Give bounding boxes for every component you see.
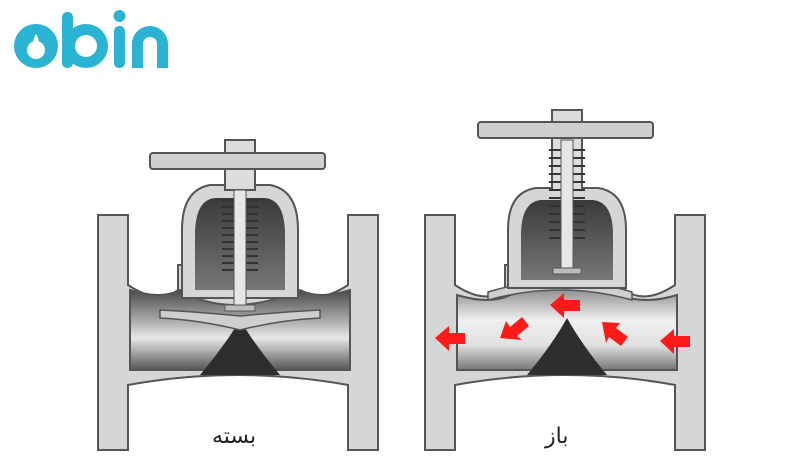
- open-valve: [424, 109, 706, 451]
- open-label: باز: [545, 424, 569, 449]
- closed-label: بسته: [212, 424, 257, 449]
- closed-valve: [97, 139, 379, 451]
- obin-logo: [14, 10, 168, 68]
- flow-arrows: [435, 293, 690, 354]
